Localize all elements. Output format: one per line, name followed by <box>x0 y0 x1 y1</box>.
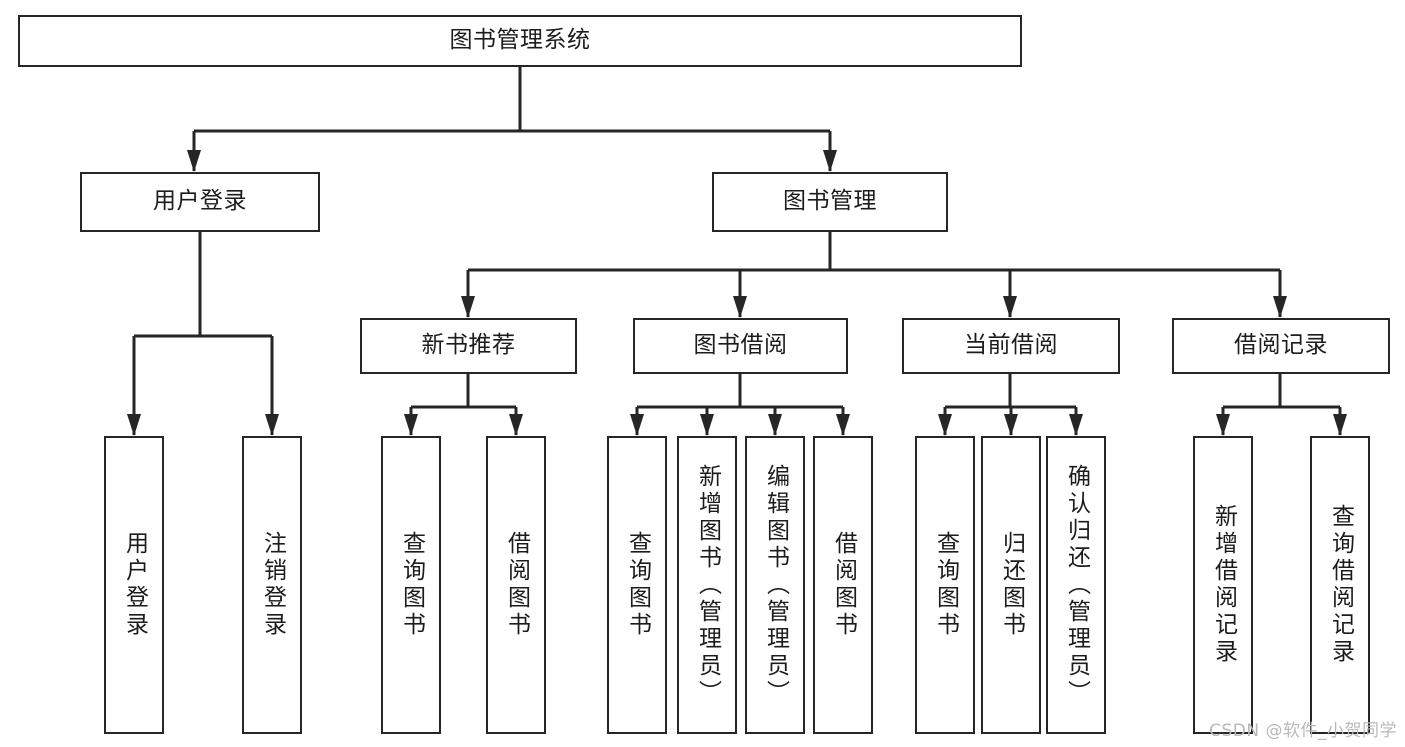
node-label-leaf-query-book-rec: 查询图书 <box>398 531 425 639</box>
arrowhead-new-book-rec-0 <box>404 414 418 436</box>
node-leaf-logout[interactable]: 注销登录 <box>242 436 302 734</box>
node-label-user-login: 用户登录 <box>153 188 247 215</box>
node-label-borrow-record: 借阅记录 <box>1234 332 1328 359</box>
node-new-book-rec[interactable]: 新书推荐 <box>360 318 577 374</box>
node-leaf-query-book-borrow[interactable]: 查询图书 <box>607 436 667 734</box>
arrowhead-root-1 <box>823 150 837 172</box>
watermark-label: CSDN @软件_小贺同学 <box>1209 721 1397 741</box>
node-label-leaf-borrow-book: 借阅图书 <box>830 531 857 639</box>
node-label-book-manage: 图书管理 <box>783 188 877 215</box>
node-label-leaf-return-book: 归还图书 <box>998 531 1025 639</box>
node-leaf-add-book-admin[interactable]: 新增图书（管理员） <box>677 436 737 734</box>
node-label-leaf-query-book-cur: 查询图书 <box>932 531 959 639</box>
node-leaf-borrow-book[interactable]: 借阅图书 <box>813 436 873 734</box>
arrowhead-book-borrow-1 <box>700 414 714 436</box>
arrowhead-book-borrow-3 <box>836 414 850 436</box>
node-label-leaf-user-login: 用户登录 <box>121 531 148 639</box>
arrowhead-book-manage-1 <box>733 296 747 318</box>
arrowhead-current-borrow-2 <box>1069 414 1083 436</box>
node-borrow-record[interactable]: 借阅记录 <box>1172 318 1390 374</box>
node-book-borrow[interactable]: 图书借阅 <box>633 318 848 374</box>
node-leaf-query-borrow-record[interactable]: 查询借阅记录 <box>1310 436 1370 734</box>
node-leaf-return-book[interactable]: 归还图书 <box>981 436 1041 734</box>
arrowhead-user-login-1 <box>265 414 279 436</box>
arrowhead-current-borrow-1 <box>1004 414 1018 436</box>
node-label-leaf-query-borrow-record: 查询借阅记录 <box>1327 504 1354 666</box>
node-label-leaf-edit-book-admin: 编辑图书（管理员） <box>762 463 789 707</box>
node-label-root: 图书管理系统 <box>449 27 591 54</box>
node-leaf-confirm-return-admin[interactable]: 确认归还（管理员） <box>1046 436 1106 734</box>
arrowhead-current-borrow-0 <box>938 414 952 436</box>
node-label-new-book-rec: 新书推荐 <box>421 332 516 359</box>
arrowhead-borrow-record-0 <box>1216 414 1230 436</box>
node-label-leaf-query-book-borrow: 查询图书 <box>624 531 651 639</box>
node-label-book-borrow: 图书借阅 <box>693 332 788 359</box>
arrowhead-root-0 <box>187 150 201 172</box>
node-user-login[interactable]: 用户登录 <box>80 172 320 232</box>
node-root[interactable]: 图书管理系统 <box>18 15 1022 67</box>
node-leaf-add-borrow-record[interactable]: 新增借阅记录 <box>1193 436 1253 734</box>
node-label-leaf-confirm-return-admin: 确认归还（管理员） <box>1063 463 1090 707</box>
node-label-leaf-add-borrow-record: 新增借阅记录 <box>1210 504 1237 666</box>
arrowhead-book-borrow-0 <box>630 414 644 436</box>
node-label-current-borrow: 当前借阅 <box>964 332 1058 359</box>
node-leaf-user-login[interactable]: 用户登录 <box>104 436 164 734</box>
node-leaf-edit-book-admin[interactable]: 编辑图书（管理员） <box>745 436 805 734</box>
node-leaf-borrow-book-rec[interactable]: 借阅图书 <box>486 436 546 734</box>
node-leaf-query-book-cur[interactable]: 查询图书 <box>915 436 975 734</box>
node-label-leaf-add-book-admin: 新增图书（管理员） <box>694 463 721 707</box>
arrowhead-book-borrow-2 <box>768 414 782 436</box>
node-leaf-query-book-rec[interactable]: 查询图书 <box>381 436 441 734</box>
arrowhead-book-manage-3 <box>1273 296 1287 318</box>
arrowhead-borrow-record-1 <box>1333 414 1347 436</box>
arrowhead-book-manage-2 <box>1003 296 1017 318</box>
arrowhead-new-book-rec-1 <box>509 414 523 436</box>
node-book-manage[interactable]: 图书管理 <box>712 172 948 232</box>
node-label-leaf-borrow-book-rec: 借阅图书 <box>503 531 530 639</box>
node-label-leaf-logout: 注销登录 <box>259 531 286 639</box>
node-current-borrow[interactable]: 当前借阅 <box>902 318 1120 374</box>
arrowhead-book-manage-0 <box>461 296 475 318</box>
arrowhead-user-login-0 <box>127 414 141 436</box>
